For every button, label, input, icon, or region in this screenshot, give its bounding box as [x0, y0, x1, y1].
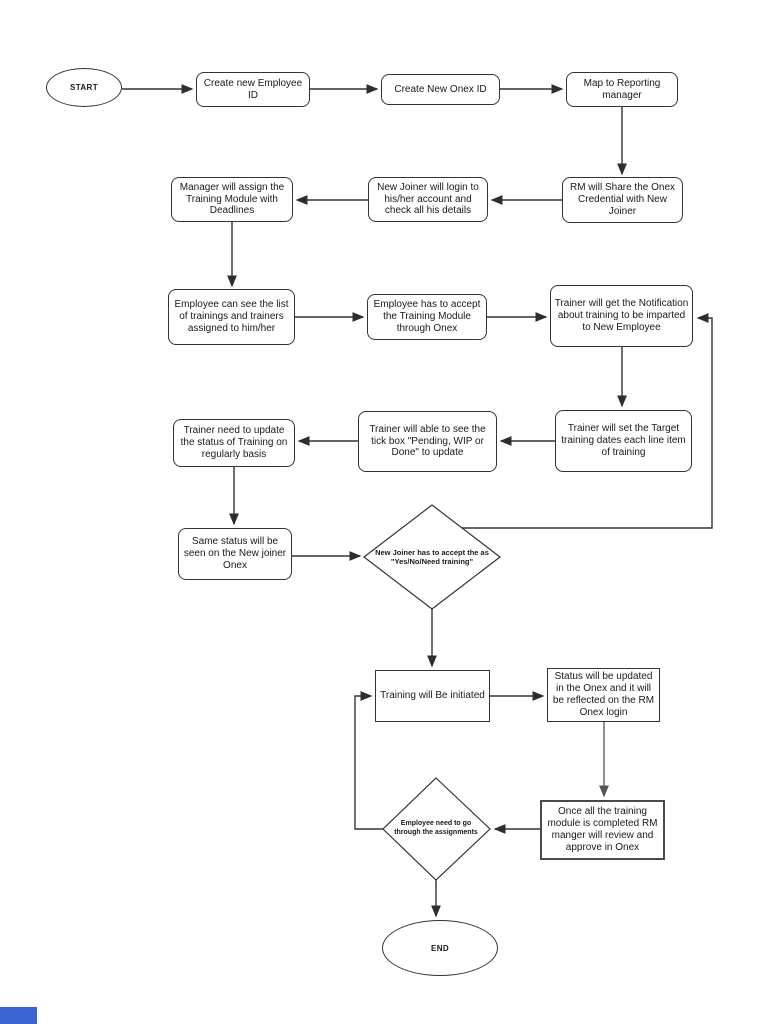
connector-decision-loop-to-notification	[462, 313, 713, 529]
node-rm-share-credential: RM will Share the Onex Credential with N…	[562, 177, 683, 223]
node-map-reporting-manager: Map to Reporting manager	[566, 72, 678, 107]
node-label: Same status will be seen on the New join…	[183, 536, 287, 571]
node-training-initiated: Training will Be initiated	[375, 670, 490, 722]
node-employee-see-list: Employee can see the list of trainings a…	[168, 289, 295, 345]
corner-accent-bar	[0, 1007, 37, 1024]
node-manager-assign-module: Manager will assign the Training Module …	[171, 177, 293, 222]
node-status-updated-onex: Status will be updated in the Onex and i…	[547, 668, 660, 722]
node-label: Trainer will able to see the tick box "P…	[369, 423, 486, 459]
end-terminal: END	[382, 920, 498, 976]
node-label: Trainer need to update the status of Tra…	[180, 425, 288, 460]
node-label: Map to Reporting manager	[583, 77, 661, 101]
node-employee-accept-module: Employee has to accept the Training Modu…	[367, 294, 487, 340]
node-same-status-seen: Same status will be seen on the New join…	[178, 528, 292, 580]
node-create-onex-id: Create New Onex ID	[381, 74, 500, 105]
node-rm-review-approve: Once all the training module is complete…	[540, 800, 665, 860]
node-label: Employee can see the list of trainings a…	[174, 299, 289, 334]
node-label: New Joiner will login to his/her account…	[377, 181, 479, 217]
node-label: Trainer will get the Notification about …	[554, 298, 689, 333]
decision-assignments-shape	[382, 777, 491, 881]
decision-label: New Joiner has to accept the as "Yes/No/…	[375, 547, 489, 566]
node-trainer-notification: Trainer will get the Notification about …	[550, 285, 693, 347]
node-label: Trainer will set the Target training dat…	[561, 423, 686, 458]
node-label: Employee has to accept the Training Modu…	[373, 299, 481, 334]
node-trainer-update-status: Trainer need to update the status of Tra…	[173, 419, 295, 467]
start-terminal: START	[46, 68, 122, 107]
node-label: Manager will assign the Training Module …	[179, 181, 285, 217]
node-label: Once all the training module is complete…	[547, 806, 658, 853]
start-label: START	[69, 83, 99, 92]
node-label: Create New Onex ID	[394, 83, 487, 95]
connector-assignment-loop-to-training	[354, 691, 383, 830]
node-trainer-tick-box: Trainer will able to see the tick box "P…	[358, 411, 497, 472]
node-label: Status will be updated in the Onex and i…	[552, 671, 655, 718]
node-create-employee-id: Create new Employee ID	[196, 72, 310, 107]
decision-new-joiner-accept-label: New Joiner has to accept the as "Yes/No/…	[368, 536, 496, 578]
node-label: Create new Employee ID	[203, 77, 303, 101]
decision-label: Employee need to go through the assignme…	[394, 820, 478, 836]
node-label: RM will Share the Onex Credential with N…	[569, 182, 676, 217]
decision-new-joiner-accept-shape	[363, 504, 501, 610]
end-label: END	[430, 943, 450, 953]
decision-assignments-label: Employee need to go through the assignme…	[389, 812, 483, 846]
node-trainer-target-dates: Trainer will set the Target training dat…	[555, 410, 692, 472]
node-new-joiner-login: New Joiner will login to his/her account…	[368, 177, 488, 222]
node-label: Training will Be initiated	[380, 690, 485, 702]
